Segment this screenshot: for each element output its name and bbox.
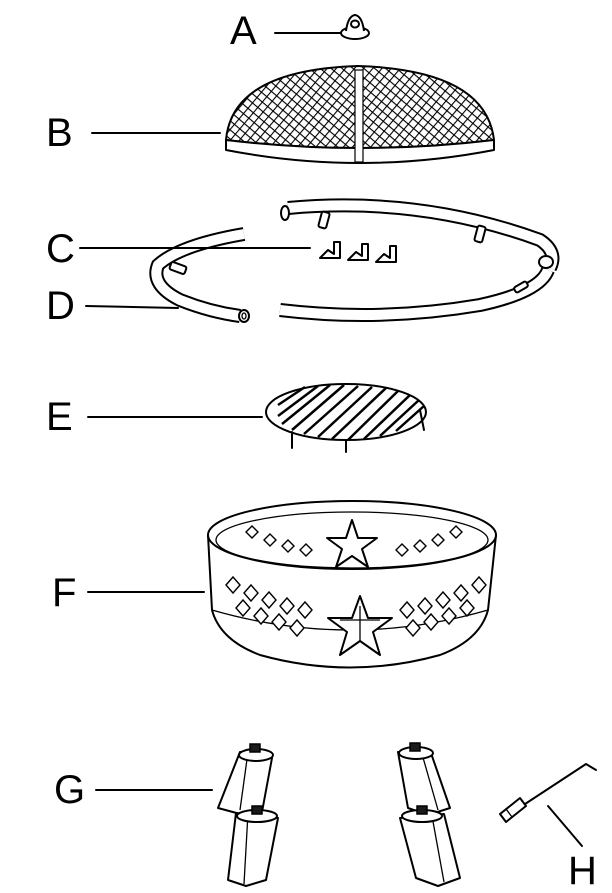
part-label-b: B — [46, 111, 73, 155]
part-a-handle — [340, 14, 370, 40]
part-c-brackets — [319, 241, 397, 263]
part-label-h: H — [568, 849, 597, 893]
leader-line-h — [547, 805, 583, 847]
part-d-rim-segments — [149, 198, 560, 323]
part-b-spark-screen — [224, 64, 496, 164]
leader-line-d — [85, 305, 179, 309]
part-label-d: D — [46, 284, 75, 328]
part-label-f: F — [52, 571, 76, 615]
part-f-fire-bowl — [207, 500, 497, 669]
part-e-grate — [265, 383, 427, 453]
part-label-g: G — [54, 768, 85, 812]
part-label-c: C — [46, 227, 75, 271]
part-label-e: E — [46, 395, 73, 439]
part-h-poker — [499, 763, 597, 823]
part-g-legs — [217, 742, 461, 887]
part-label-a: A — [230, 9, 257, 53]
